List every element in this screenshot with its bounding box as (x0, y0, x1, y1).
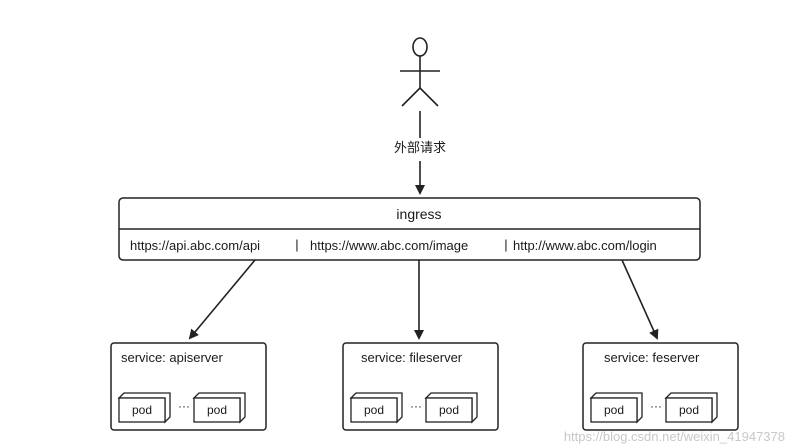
arrow-to-apiserver (188, 259, 256, 340)
pod-box: pod (664, 392, 718, 424)
user-actor-icon (400, 37, 440, 107)
pod-box: pod (117, 392, 171, 424)
ingress-route-separator: | (295, 237, 298, 252)
pod-box: pod (589, 392, 643, 424)
pod-label: pod (679, 403, 699, 417)
pod-label: pod (132, 403, 152, 417)
pod-box: pod (424, 392, 478, 424)
ingress-route-login: http://www.abc.com/login (513, 238, 657, 253)
ingress-box: ingress https://api.abc.com/api | https:… (118, 197, 701, 261)
pod-ellipsis: ··· (178, 399, 190, 413)
arrow-to-feserver (621, 259, 659, 340)
service-label-fileserver: service: fileserver (361, 350, 463, 365)
ingress-title: ingress (396, 206, 441, 222)
pod-label: pod (207, 403, 227, 417)
service-label-feserver: service: feserver (604, 350, 700, 365)
service-box-fileserver: service: fileserver pod ··· pod (342, 342, 499, 431)
ingress-route-api: https://api.abc.com/api (130, 238, 260, 253)
pod-ellipsis: ··· (650, 399, 662, 413)
pod-ellipsis: ··· (410, 399, 422, 413)
external-request-label: 外部请求 (394, 140, 446, 155)
service-box-apiserver: service: apiserver pod ··· pod (110, 342, 267, 431)
watermark-text: https://blog.csdn.net/weixin_41947378 (563, 429, 785, 444)
service-box-feserver: service: feserver pod ··· pod (582, 342, 739, 431)
ingress-route-separator: | (504, 237, 507, 252)
pod-box: pod (192, 392, 246, 424)
pod-label: pod (604, 403, 624, 417)
pod-label: pod (364, 403, 384, 417)
pod-box: pod (349, 392, 403, 424)
service-label-apiserver: service: apiserver (121, 350, 224, 365)
ingress-route-image: https://www.abc.com/image (310, 238, 468, 253)
pod-label: pod (439, 403, 459, 417)
